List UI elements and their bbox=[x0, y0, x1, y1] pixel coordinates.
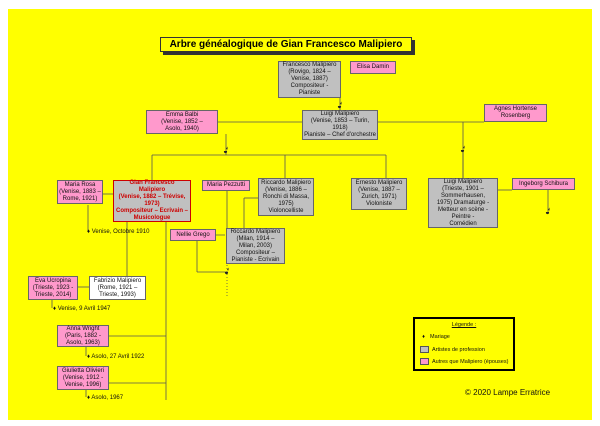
person-text-line: Pianiste - Ecrivain bbox=[231, 256, 280, 263]
person-text-line: Venise, 1996) bbox=[64, 381, 102, 388]
person-luigi-malipiero-senior: Luigi Malipiero(Venise, 1853 – Turin,191… bbox=[302, 110, 378, 140]
person-francesco-malipiero: Francesco Malipiero(Rovigo, 1824 –Venise… bbox=[278, 61, 341, 98]
person-text-line: Maria Pezzutti bbox=[206, 182, 245, 188]
person-text-line: Fabrizio Malipiero bbox=[93, 277, 142, 284]
person-text-line: Anna Wright bbox=[66, 325, 100, 332]
person-text-line: Maria Rosa bbox=[64, 181, 96, 188]
person-giulietta-olivieri: Giulietta Olivieri(Venise, 1912 -Venise,… bbox=[57, 366, 109, 390]
legend-title: Légende : bbox=[451, 322, 477, 328]
person-riccardo-malipiero-senior: Riccardo Malipiero(Venise, 1886 –Ronchi … bbox=[258, 178, 314, 216]
person-text-line: Rome, 1921) bbox=[62, 195, 98, 202]
person-text-line: (Venise, 1882 – Trévise, bbox=[118, 194, 186, 200]
person-text-line: Francesco Malipiero bbox=[282, 62, 337, 68]
person-text-line: 1975) bbox=[278, 200, 294, 207]
person-text-line: Riccardo Malipiero bbox=[230, 228, 281, 235]
person-text-line: Comédien bbox=[449, 220, 477, 227]
marriage-label: ♦ Venise, Octobre 1910 bbox=[87, 229, 150, 235]
person-elisa-damin: Elisa Damin bbox=[350, 61, 396, 74]
person-text-line: 1975) Dramaturge - bbox=[436, 199, 490, 206]
person-eva-ucropina: Eva Ucropina(Trieste, 1923 -Trieste, 201… bbox=[28, 276, 78, 300]
person-text-line: Asolo, 1940) bbox=[165, 125, 199, 132]
person-text-line: Musicologue bbox=[133, 215, 171, 221]
person-text-line: Elisa Damin bbox=[356, 64, 389, 70]
person-maria-rosa: Maria Rosa(Venise, 1883 –Rome, 1921) bbox=[57, 180, 103, 204]
person-text-line: 1973) bbox=[144, 201, 160, 207]
person-ingeborg-schibura: Ingeborg Schibura bbox=[512, 178, 575, 190]
person-fabrizio-malipiero: Fabrizio Malipiero(Rome, 1921 –Trieste, … bbox=[89, 276, 146, 300]
person-text-line: Pianiste bbox=[298, 90, 321, 96]
person-text-line: Sommerhausen, bbox=[440, 192, 486, 199]
person-text-line: Asolo, 1963) bbox=[66, 339, 100, 346]
person-text-line: Violoncelliste bbox=[268, 207, 304, 214]
person-text-line: (Paris, 1882 - bbox=[64, 332, 101, 339]
person-text-line: Metteur en scène - bbox=[437, 206, 489, 213]
ring-icon bbox=[224, 267, 229, 275]
person-text-line: (Rome, 1921 – bbox=[97, 284, 138, 291]
person-text-line: Trieste, 1993) bbox=[99, 291, 136, 298]
ring-icon bbox=[337, 101, 342, 109]
person-riccardo-malipiero-junior: Riccardo Malipiero(Milan, 1914 –Milan, 2… bbox=[226, 228, 285, 264]
person-text-line: Compositeur – Ecrivain – bbox=[115, 208, 189, 214]
person-text-line: Ernesto Malipiero bbox=[355, 180, 403, 186]
person-text-line: Malipiero bbox=[138, 187, 166, 193]
person-text-line: (Venise, 1883 – bbox=[59, 188, 101, 195]
spouse-swatch bbox=[420, 358, 429, 365]
person-emma-balbi: Emma Balbi(Venise, 1852 –Asolo, 1940) bbox=[146, 110, 218, 134]
person-ernesto-malipiero: Ernesto Malipiero(Venise, 1887 –Zurich, … bbox=[351, 178, 407, 210]
ring-icon bbox=[223, 146, 228, 154]
ring-icon bbox=[545, 207, 550, 215]
person-text-line: Luigi Malipiero bbox=[320, 111, 360, 117]
person-text-line: Trieste, 2014) bbox=[34, 291, 72, 298]
person-text-line: Rosenberg bbox=[500, 113, 531, 119]
person-text-line: Agnes Hortense bbox=[493, 106, 538, 112]
ring-icon bbox=[460, 145, 465, 153]
person-text-line: (Trieste, 1923 - bbox=[32, 284, 74, 291]
person-text-line: (Rovigo, 1824 – bbox=[288, 69, 331, 75]
person-text-line: (Venise, 1912 - bbox=[62, 374, 104, 381]
person-text-line: Giulietta Olivieri bbox=[61, 367, 104, 374]
person-text-line: Zurich, 1971) bbox=[361, 194, 397, 200]
page-title: Arbre généalogique de Gian Francesco Mal… bbox=[160, 37, 412, 52]
legend: Légende : ♦ Mariage Artistes de professi… bbox=[413, 317, 515, 371]
person-text-line: Milan, 2003) bbox=[238, 242, 273, 249]
person-text-line: Nellie Grego bbox=[176, 231, 210, 238]
person-text-line: Gian Francesco bbox=[129, 180, 175, 186]
person-anna-wright: Anna Wright(Paris, 1882 -Asolo, 1963) bbox=[57, 325, 109, 347]
person-text-line: Compositeur - bbox=[290, 83, 329, 89]
copyright-notice: © 2020 Lampe Erratrice bbox=[465, 388, 551, 397]
person-text-line: (Venise, 1887 – bbox=[358, 187, 400, 193]
person-text-line: Violoniste bbox=[366, 201, 392, 207]
person-text-line: 1918) bbox=[332, 125, 348, 131]
person-text-line: Compositeur – bbox=[235, 249, 276, 256]
person-text-line: Riccardo Malipiero bbox=[261, 179, 311, 186]
person-text-line: (Venise, 1853 – Turin, bbox=[310, 118, 370, 124]
person-text-line: Ingeborg Schibura bbox=[518, 180, 569, 187]
marriage-label: ♦ Venise, 9 Avril 1947 bbox=[53, 306, 111, 312]
person-maria-pezzutti: Maria Pezzutti bbox=[202, 180, 250, 191]
person-text-line: Pianiste – Chef d'orchestre bbox=[304, 132, 376, 138]
person-text-line: (Trieste, 1901 – bbox=[442, 185, 484, 192]
person-text-line: Luigi Malipiero bbox=[443, 178, 483, 185]
person-text-line: Venise, 1887) bbox=[291, 76, 328, 82]
person-nellie-grego: Nellie Grego bbox=[170, 229, 216, 241]
artist-swatch bbox=[420, 346, 429, 353]
person-text-line: Eva Ucropina bbox=[34, 277, 72, 284]
legend-row-artists: Artistes de profession bbox=[420, 346, 485, 353]
marriage-label: ♦ Asolo, 27 Avril 1922 bbox=[87, 354, 145, 360]
legend-row-others: Autres que Malipiero (épouses) bbox=[420, 358, 508, 365]
person-text-line: Peintre - bbox=[451, 213, 475, 220]
person-text-line: (Milan, 1914 – bbox=[236, 235, 275, 242]
person-text-line: Emma Balbi bbox=[165, 111, 199, 118]
person-text-line: Ronchi di Massa, bbox=[262, 193, 310, 200]
ring-icon: ♦ bbox=[422, 334, 425, 340]
person-luigi-malipiero-junior: Luigi Malipiero(Trieste, 1901 –Sommerhau… bbox=[428, 178, 498, 228]
person-text-line: (Venise, 1852 – bbox=[161, 118, 203, 125]
person-text-line: (Venise, 1886 – bbox=[265, 186, 307, 193]
legend-row-marriage: ♦ Mariage bbox=[420, 334, 450, 340]
marriage-label: ♦ Asolo, 1967 bbox=[87, 395, 124, 401]
